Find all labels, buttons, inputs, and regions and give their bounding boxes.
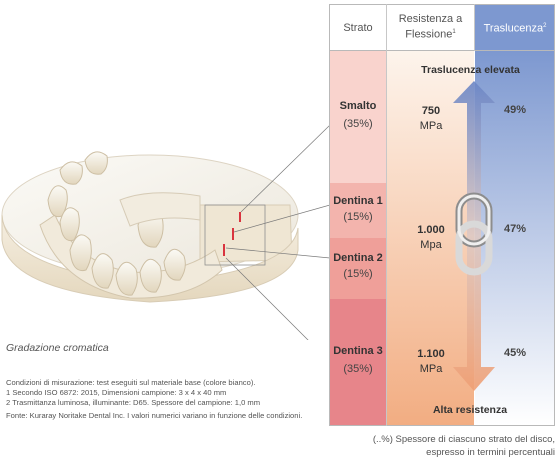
note-line-2: 1 Secondo ISO 6872: 2015, Dimensioni cam… (6, 388, 227, 397)
footnote-marker-1: 1 (452, 29, 456, 35)
header-resistenza: Resistenza a Flessione1 (387, 13, 474, 42)
note-line-1: Condizioni di misurazione: test eseguiti… (6, 378, 256, 387)
layer-table (329, 4, 555, 426)
strength-unit: MPa (419, 363, 443, 375)
image-caption: Gradazione cromatica (6, 342, 109, 354)
layer-percentage: (35%) (343, 118, 373, 130)
layer-name: Dentina 2 (333, 252, 383, 264)
layer-smalto-label: Smalto (35%) (330, 100, 386, 130)
footnote-line-2: espresso in termini percentuali (426, 447, 555, 458)
header-traslucenza-text: Traslucenza (483, 22, 544, 35)
header-traslucenza: Traslucenza2 (475, 20, 555, 36)
strength-unit: Mpa (420, 239, 442, 251)
header-divider (329, 50, 555, 51)
translucency-strength-arrow (453, 81, 495, 391)
layer-name: Smalto (339, 100, 377, 112)
layer-smalto (330, 51, 386, 183)
chain-link-icon (455, 192, 493, 276)
header-resistenza-line2: Flessione1 (387, 26, 474, 42)
footnote-marker-2: 2 (543, 23, 547, 29)
translucency-dentina-3: 45% (503, 347, 527, 359)
strength-value: 750 (421, 105, 441, 117)
note-line-4: Fonte: Kuraray Noritake Dental Inc. I va… (6, 411, 303, 420)
layer-dentina-1 (330, 183, 386, 238)
zirconia-disc-illustration (1, 124, 330, 340)
layer-dentina-3-label: Dentina 3 (35%) (330, 345, 386, 375)
measurement-notes: Condizioni di misurazione: test eseguiti… (6, 378, 326, 421)
layer-thickness-footnote: (..%) Spessore di ciascuno strato del di… (320, 433, 555, 459)
layer-dentina-3 (330, 299, 386, 425)
layer-percentage: (15%) (343, 211, 373, 223)
zoom-box (204, 204, 266, 266)
note-line-3: 2 Trasmittanza luminosa, illuminante: D6… (6, 398, 261, 407)
strength-unit: MPa (419, 120, 443, 132)
arrow-top-label: Traslucenza elevata (421, 64, 520, 76)
layer-percentage: (15%) (343, 268, 373, 280)
translucency-header-bg (475, 5, 554, 50)
header-resistenza-line1: Resistenza a (398, 13, 463, 25)
header-strato: Strato (343, 22, 373, 34)
header-resistenza-text: Flessione (405, 28, 453, 41)
layer-name: Dentina 1 (333, 195, 383, 207)
strength-dentina-3: 1.100 MPa (401, 347, 461, 377)
strength-smalto: 750 MPa (401, 104, 461, 134)
strength-value: 1.100 (417, 348, 445, 360)
footnote-line-1: (..%) Spessore di ciascuno strato del di… (372, 434, 555, 445)
strength-dentina-1: 1.000 Mpa (401, 223, 461, 253)
translucency-smalto: 49% (503, 104, 527, 116)
arrow-bottom-label: Alta resistenza (432, 404, 508, 416)
strength-value: 1.000 (417, 224, 445, 236)
column-divider-1 (386, 4, 387, 426)
layer-name: Dentina 3 (333, 345, 383, 357)
layer-dentina-1-label: Dentina 1 (15%) (330, 195, 386, 223)
column-divider-2 (474, 4, 475, 51)
layer-percentage: (35%) (343, 363, 373, 375)
layer-dentina-2 (330, 238, 386, 299)
layer-dentina-2-label: Dentina 2 (15%) (330, 252, 386, 280)
translucency-dentina-1: 47% (503, 223, 527, 235)
